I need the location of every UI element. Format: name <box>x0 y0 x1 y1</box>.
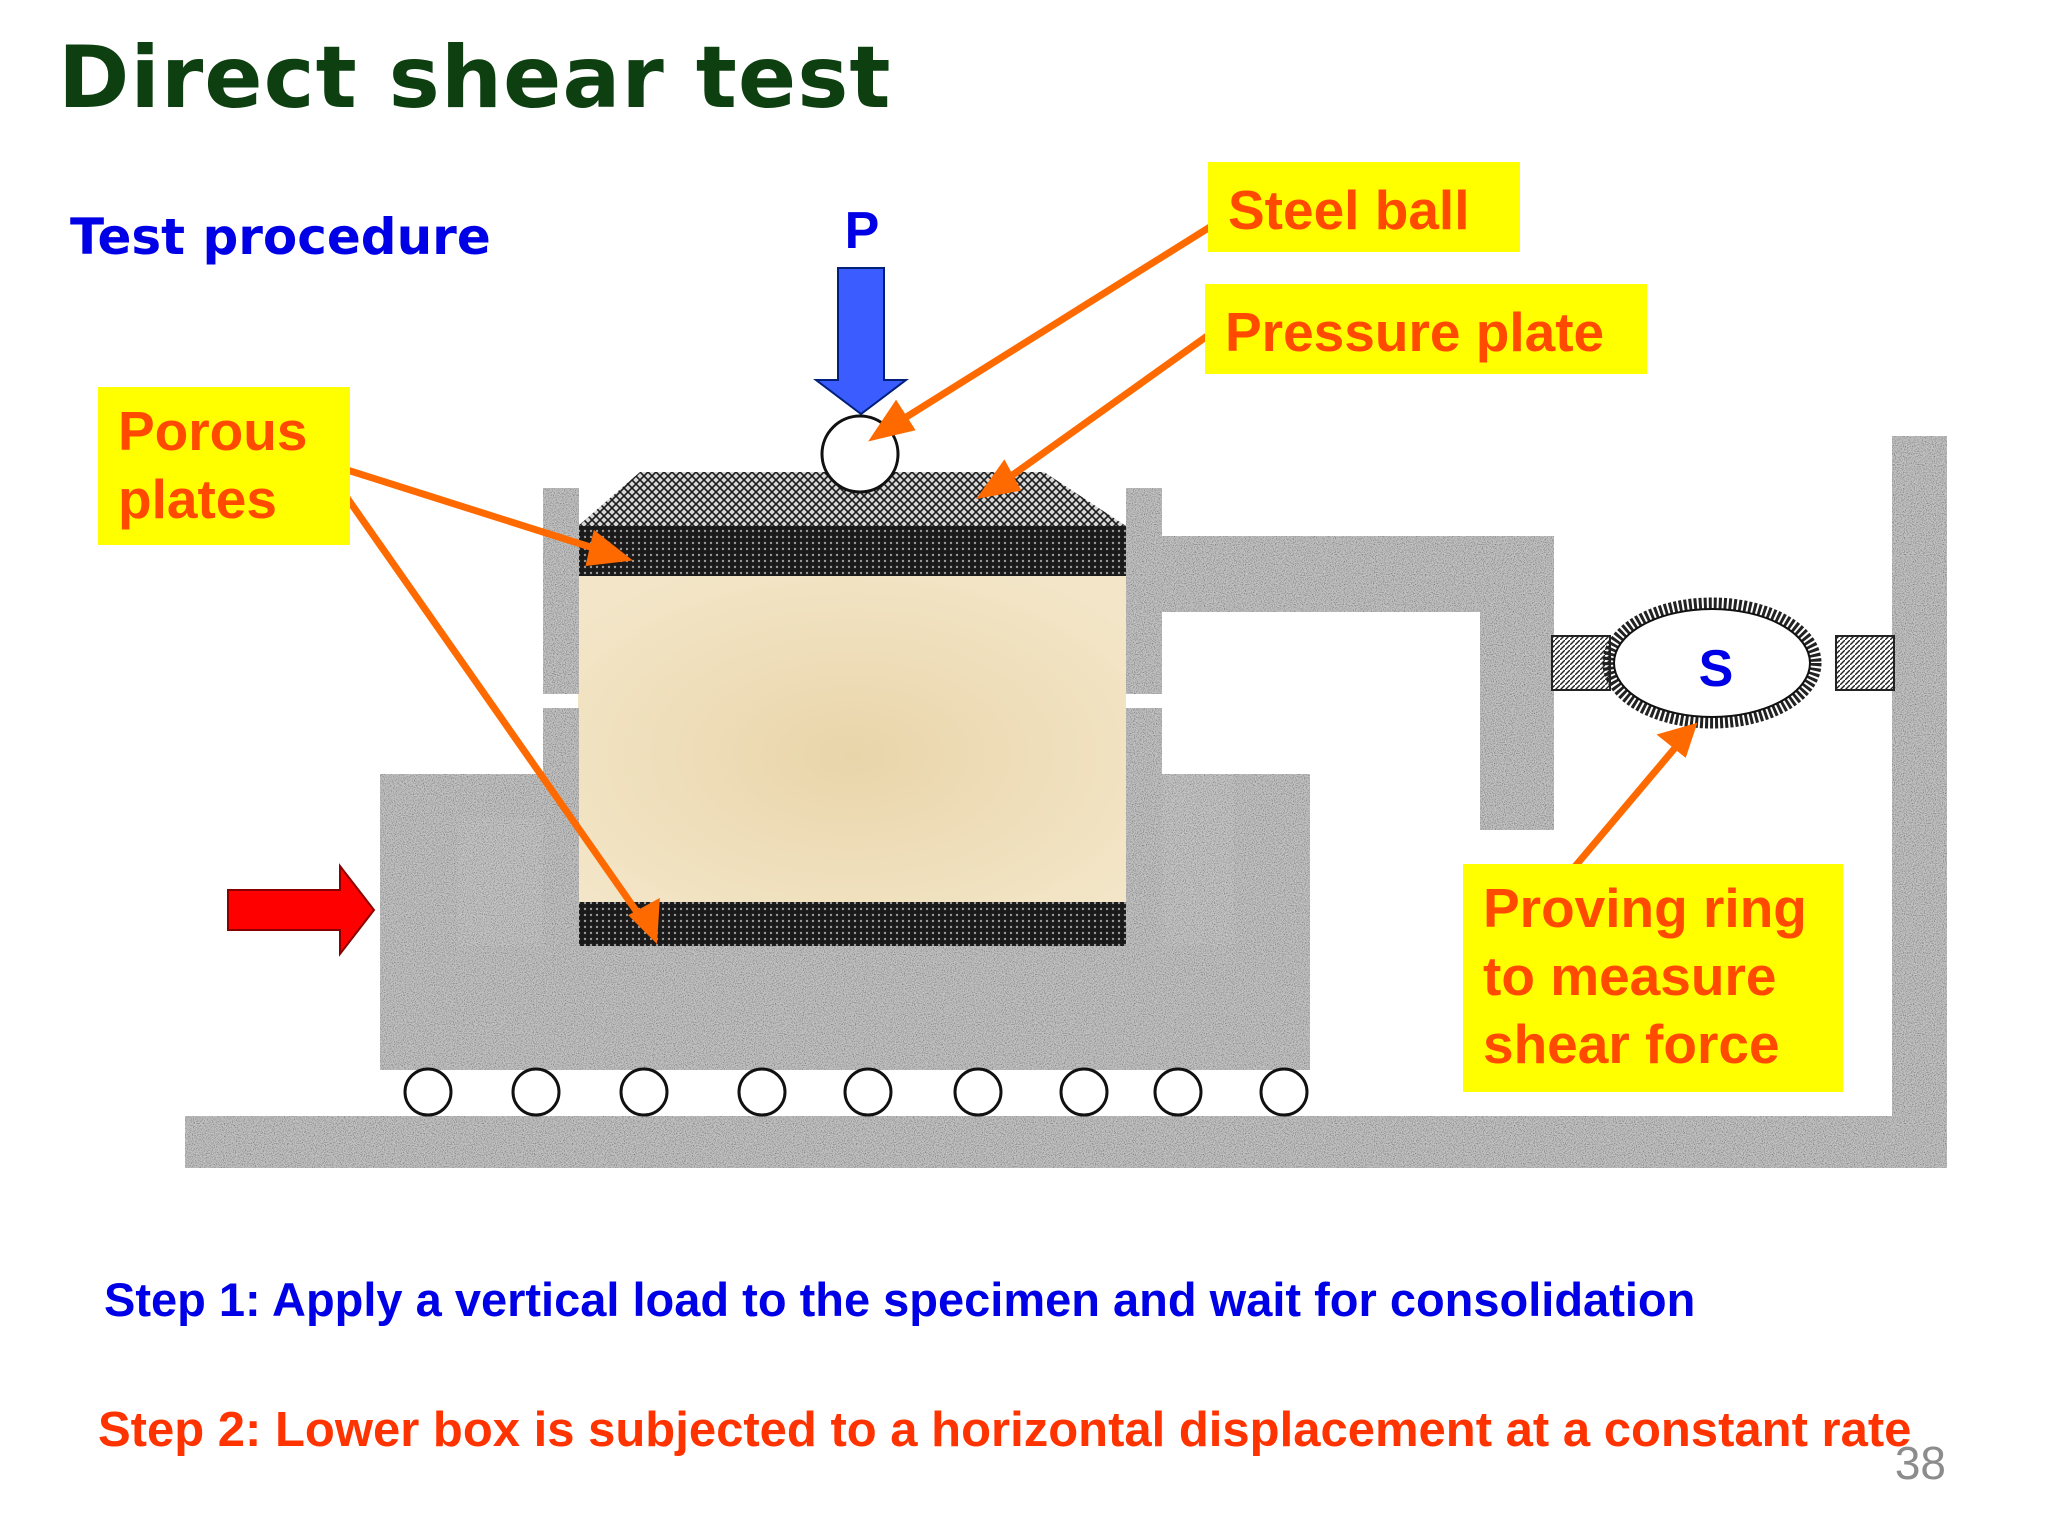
step-1-text: Step 1: Apply a vertical load to the spe… <box>104 1273 1696 1326</box>
callout-proving-ring-line3: shear force <box>1483 1013 1780 1075</box>
roller-bearings <box>403 1067 1309 1117</box>
ring-label-s: S <box>1699 640 1734 698</box>
lower-shear-box <box>380 774 1310 1070</box>
callout-proving-ring-line1: Proving ring <box>1483 877 1807 939</box>
loading-frame <box>185 436 1947 1168</box>
callout-porous-plates-line1: Porous <box>118 400 308 462</box>
slide-title: Direct shear test <box>58 28 892 128</box>
horizontal-push-arrow <box>227 863 376 957</box>
callout-proving-ring: Proving ring to measure shear force <box>1463 864 1843 1092</box>
load-label-p: P <box>845 202 880 260</box>
section-subtitle: Test procedure <box>70 208 491 266</box>
callout-proving-ring-line2: to measure <box>1483 945 1777 1007</box>
callout-pressure-plate: Pressure plate <box>1205 284 1647 374</box>
step-2-text: Step 2: Lower box is subjected to a hori… <box>98 1403 1912 1457</box>
callout-pressure-plate-text: Pressure plate <box>1225 301 1605 363</box>
top-porous-plate <box>578 526 1126 576</box>
callout-porous-plates: Porous plates <box>98 387 350 545</box>
callout-porous-plates-line2: plates <box>118 468 277 530</box>
vertical-load-arrow <box>813 267 909 416</box>
shear-box-walls <box>542 487 1163 947</box>
soil-specimen <box>578 576 1126 902</box>
callout-steel-ball-text: Steel ball <box>1228 179 1470 241</box>
page-number: 38 <box>1894 1437 1946 1489</box>
bottom-porous-plate <box>578 902 1126 946</box>
proving-ring <box>1551 597 1895 729</box>
callout-steel-ball: Steel ball <box>1208 162 1520 252</box>
callout-arrows <box>319 219 1698 944</box>
